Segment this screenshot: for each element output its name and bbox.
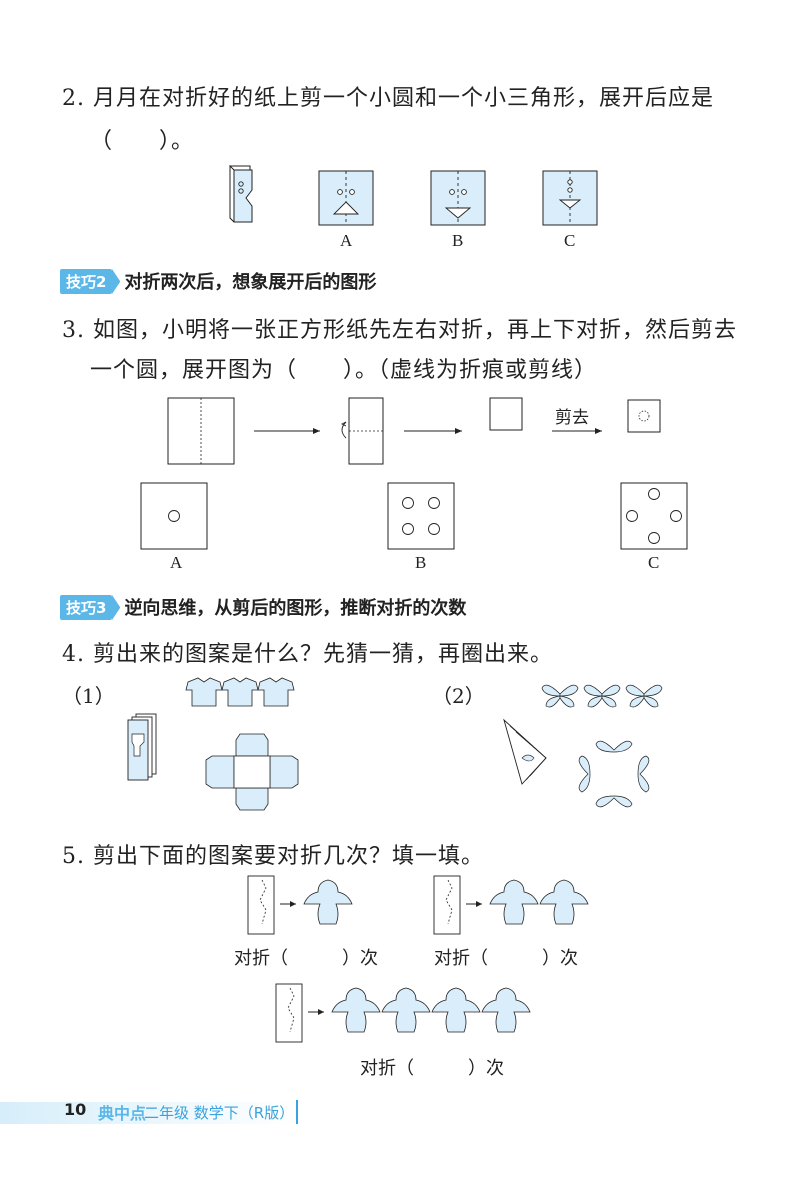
q5-fill-a[interactable]: 对折（ ）次 [234,948,378,969]
footer-divider [296,1100,298,1124]
footer-bar [0,1102,300,1124]
q4-shirts-row-option[interactable] [185,676,298,708]
q2-option-c-label[interactable]: C [564,231,576,250]
q3-option-a-figure [140,482,208,550]
page-footer: 10 典中点 二年级 数学下（R版） [0,1098,800,1128]
q4-part2-label: （2） [432,684,485,708]
q4-folded-triangle-2 [503,718,547,785]
q3-line2: 一个圆，展开图为（ ）。（虚线为折痕或剪线） [90,358,598,383]
q2-option-b-label[interactable]: B [452,231,464,250]
q5-pattern-b [433,875,589,935]
q3-fold-sequence [167,397,661,465]
q2-line1: 2. 月月在对折好的纸上剪一个小圆和一个小三角形，展开后应是 [62,86,714,111]
q3-option-c-figure [620,482,688,550]
q2-option-a-figure [318,170,374,226]
q2-option-b-figure [430,170,486,226]
q3-option-b-figure [387,482,455,550]
q3-cut-label: 剪去 [555,408,589,428]
q4-part1-label: （1） [62,684,115,708]
q2-line2: （ ）。 [90,129,195,154]
q3-option-c-label[interactable]: C [648,553,660,572]
q2-folded-paper [229,164,253,223]
page-number: 10 [64,1100,87,1119]
q3-line1: 3. 如图，小明将一张正方形纸先左右对折，再上下对折，然后剪去 [62,318,737,343]
book-title: 二年级 数学下（R版） [144,1104,295,1122]
q5-fill-b[interactable]: 对折（ ）次 [434,948,578,969]
q4-folded-stack-1 [127,713,157,781]
q2-option-a-label[interactable]: A [340,231,353,250]
tip3-badge: 技巧3 [60,594,121,620]
brand-logo: 典中点 [98,1104,147,1123]
q5-pattern-c [275,983,531,1043]
q5-line1: 5. 剪出下面的图案要对折几次？填一填。 [62,844,484,869]
q5-fill-c[interactable]: 对折（ ）次 [360,1058,504,1079]
q4-butterflies-row-option[interactable] [540,680,664,710]
q4-line1: 4. 剪出来的图案是什么？先猜一猜，再圈出来。 [62,642,553,667]
tip3-text: 逆向思维，从剪后的图形，推断对折的次数 [124,598,467,619]
q3-option-a-label[interactable]: A [170,553,183,572]
q3-option-b-label[interactable]: B [415,553,427,572]
q4-butterflies-ring-option[interactable] [574,736,654,812]
tip2-text: 对折两次后，想象展开后的图形 [124,272,377,293]
q5-pattern-a [247,875,353,935]
tip2-row: 技巧2 对折两次后，想象展开后的图形 [60,268,376,294]
tip3-row: 技巧3 逆向思维，从剪后的图形，推断对折的次数 [60,594,466,620]
q4-shirts-cross-option[interactable] [204,732,300,812]
tip2-badge: 技巧2 [60,268,121,294]
q2-option-c-figure [542,170,598,226]
